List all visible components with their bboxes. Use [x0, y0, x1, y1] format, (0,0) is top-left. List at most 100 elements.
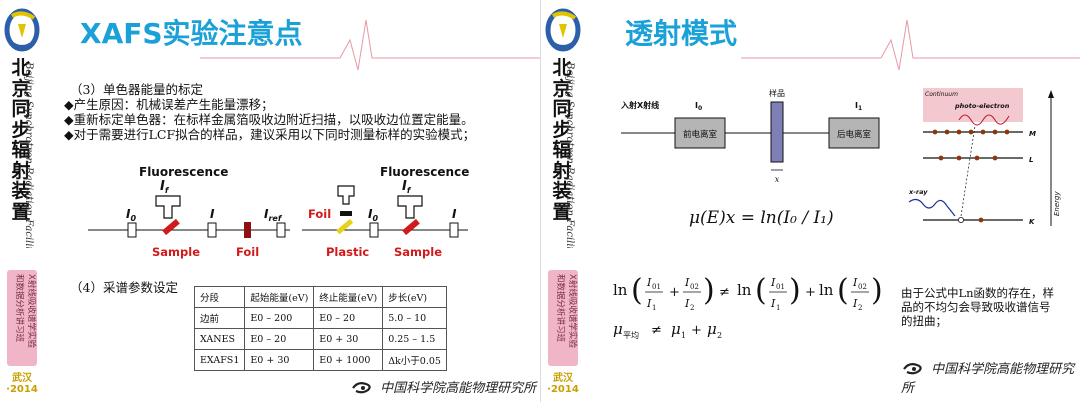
svg-text:+: +: [805, 285, 816, 300]
energy-level-diagram: Continuum photo-electron M L K x-ray Ene…: [908, 88, 1061, 226]
i1-sub: 1: [858, 105, 862, 112]
fluorescence-label: Fluorescence: [139, 165, 228, 179]
svg-text:和数据分析讲习班: 和数据分析讲习班: [555, 274, 566, 343]
svg-text:2: 2: [690, 304, 694, 312]
sidebar-char: 步: [552, 118, 572, 141]
svg-text:1: 1: [652, 304, 656, 312]
svg-text:Beijing Synchrotron Radiation: Beijing Synchrotron Radiation Facility: [564, 61, 575, 248]
workshop-badge: X射线吸收谱学实验 和数据分析讲习班: [548, 270, 578, 366]
table-cell: E0 – 20: [244, 328, 315, 350]
workshop-location: 武汉·2014: [6, 373, 38, 395]
if-label-2: I: [402, 179, 407, 194]
bullet-item: ◆产生原因：机械误差产生能量漂移；: [64, 97, 274, 112]
back-ion-chamber: [828, 117, 880, 149]
not-equal-1: ≠: [719, 285, 730, 300]
i-chamber-2: [449, 222, 459, 238]
svg-text:(: (: [837, 273, 849, 308]
table-cell: 5.0 – 10: [382, 307, 447, 329]
fluorescence-detector-2: [397, 195, 423, 219]
table-cell: XANES: [193, 328, 246, 350]
sidebar-char: 射: [11, 159, 31, 182]
svg-text:2: 2: [858, 304, 862, 312]
svg-text:I: I: [646, 297, 652, 310]
foil-label-2: Foil: [308, 207, 331, 221]
table-cell: 0.25 – 1.5: [382, 328, 447, 350]
svg-text:I: I: [646, 276, 652, 289]
energy-axis-label: Energy: [1053, 191, 1061, 216]
sidebar-char: 京: [552, 77, 572, 100]
thickness-label: x: [775, 175, 780, 184]
sidebar-char: 步: [11, 118, 31, 141]
table-header-row: 分段 起始能量(eV) 终止能量(eV) 步长(eV): [193, 286, 447, 308]
table-cell: EXAFS1: [193, 349, 246, 371]
i-label: I: [210, 207, 215, 221]
i-chamber: [207, 222, 217, 238]
svg-text:μ: μ: [707, 320, 717, 338]
not-equal-2: ≠: [651, 323, 662, 338]
table-header-cell: 步长(eV): [382, 286, 447, 308]
i0-sub-2: 0: [372, 214, 378, 223]
sidebar-char: 射: [552, 159, 572, 182]
energy-arrow-icon: [1048, 90, 1054, 98]
sample-label-2: Sample: [394, 245, 442, 259]
foil-label: Foil: [236, 245, 259, 259]
workshop-badge: X射线吸收谱学实验 和数据分析讲习班: [7, 270, 37, 366]
svg-text:02: 02: [858, 283, 867, 291]
sidebar-char: 同: [552, 98, 572, 120]
sample-slab: [770, 101, 784, 163]
sidebar-script-text: Beijing Synchrotron Radiation Facility: [564, 61, 575, 248]
photo-electron-wave: [958, 114, 1010, 126]
decor-line: [200, 19, 540, 70]
sidebar-char: 装: [552, 180, 572, 202]
i1-label: I: [855, 101, 858, 110]
i0-label: I: [695, 101, 698, 110]
svg-text:ln: ln: [737, 281, 752, 299]
svg-text:和数据分析讲习班: 和数据分析讲习班: [14, 274, 25, 343]
svg-text:If: If: [160, 179, 170, 195]
xray-label: x-ray: [908, 188, 928, 196]
page-title: XAFS实验注意点: [80, 17, 303, 50]
if-sub-2: f: [407, 186, 412, 195]
table-cell: E0 – 20: [313, 307, 384, 329]
k-label: K: [1029, 218, 1035, 226]
sample-label: 样品: [769, 88, 785, 98]
continuum-label: Continuum: [925, 91, 958, 98]
excitation-path: [960, 125, 976, 217]
svg-text:02: 02: [690, 283, 699, 291]
sidebar-char: 置: [11, 200, 31, 223]
table-row: XANES E0 – 20 E0 + 30 0.25 – 1.5: [193, 328, 447, 350]
right-slide: 北 京 同 步 辐 射 装 置 Beijing Synchrotron Radi…: [540, 0, 1080, 402]
front-ion-chamber: [674, 117, 726, 149]
iref-sub: ref: [268, 214, 282, 223]
svg-text:ln: ln: [613, 281, 628, 299]
svg-text:X射线吸收谱学实验: X射线吸收谱学实验: [26, 274, 37, 348]
svg-text:μ: μ: [671, 320, 681, 338]
ihep-logo-icon: [903, 363, 922, 375]
sidebar-char: 置: [552, 200, 572, 223]
incident-xray-label: 入射X射线: [620, 100, 659, 110]
bsrf-logo: [545, 8, 581, 52]
sidebar-char: 同: [11, 98, 31, 120]
svg-text:(: (: [755, 273, 767, 308]
svg-text:ln: ln: [819, 281, 834, 299]
sidebar-char: 北: [552, 57, 572, 79]
svg-text:I1: I1: [855, 101, 862, 112]
sidebar-vertical-title: 北 京 同 步 辐 射 装 置: [547, 58, 577, 222]
svg-text:Beijing Synchrotron Radiation: Beijing Synchrotron Radiation Facility: [23, 61, 34, 248]
scan-params-table: 分段 起始能量(eV) 终止能量(eV) 步长(eV) 边前 E0 – 200 …: [193, 286, 447, 371]
foil-bar: [340, 211, 352, 216]
sidebar-char: 辐: [11, 139, 31, 161]
sidebar-char: 装: [11, 180, 31, 202]
mu-avg-sub: 平均: [623, 330, 639, 340]
fluorescence-foil-diagram: Fluorescence If I0 I Iref Sample Foil: [88, 165, 290, 259]
svg-text:If: If: [402, 179, 412, 195]
bsrf-logo: [4, 8, 40, 52]
section4-title: （4）采谱参数设定: [70, 280, 178, 295]
sidebar-script-text: Beijing Synchrotron Radiation Facility: [23, 61, 34, 248]
i0-chamber-2: [369, 222, 379, 238]
core-hole: [958, 216, 965, 223]
svg-text:I: I: [770, 276, 776, 289]
table-header-cell: 起始能量(eV): [244, 286, 315, 308]
svg-text:I: I: [852, 297, 858, 310]
section3-title: （3）单色器能量的标定: [70, 82, 203, 97]
